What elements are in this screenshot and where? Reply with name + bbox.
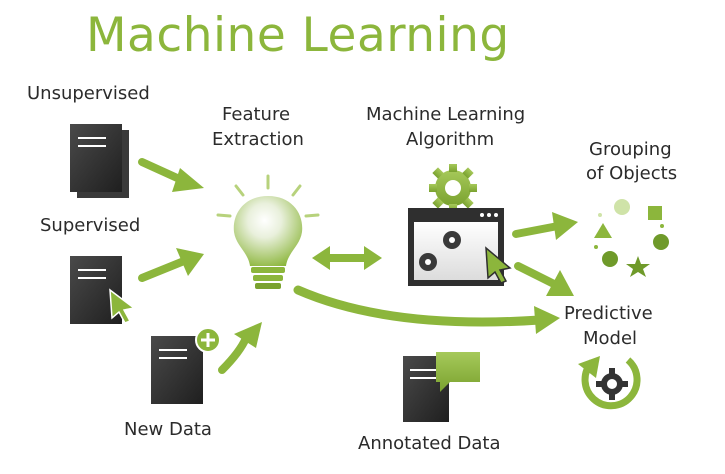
annotated-document-icon <box>403 352 480 422</box>
arrow-unsupervised-to-feature <box>138 158 204 192</box>
label-supervised: Supervised <box>40 215 141 236</box>
label-grouping-2: of Objects <box>586 163 678 184</box>
diagram-title: Machine Learning <box>86 8 510 63</box>
label-predictive-1: Predictive <box>564 303 653 324</box>
label-new-data: New Data <box>124 419 212 440</box>
label-ml-algorithm-2: Algorithm <box>406 129 495 150</box>
arrow-newdata-to-feature <box>218 322 262 374</box>
arrow-to-predictive <box>514 262 574 296</box>
label-feature-extraction-2: Extraction <box>212 129 304 150</box>
object-cluster-icon <box>594 199 669 277</box>
cycle-gear-icon <box>578 356 641 410</box>
label-unsupervised: Unsupervised <box>27 83 150 104</box>
document-add-icon <box>151 327 221 404</box>
label-ml-algorithm-1: Machine Learning <box>366 104 526 125</box>
document-cursor-icon <box>70 256 136 324</box>
lightbulb-icon <box>216 174 320 289</box>
label-feature-extraction-1: Feature <box>222 104 291 125</box>
arrow-supervised-to-feature <box>138 248 204 282</box>
label-annotated-data: Annotated Data <box>358 433 501 454</box>
double-arrow <box>312 246 382 270</box>
gear-icon <box>429 164 477 212</box>
label-grouping-1: Grouping <box>589 139 672 160</box>
arrow-feature-to-predictive <box>293 285 560 334</box>
algorithm-window-icon <box>408 208 512 286</box>
label-predictive-2: Model <box>583 328 638 349</box>
arrow-to-grouping <box>512 212 578 240</box>
document-stack-icon <box>70 124 129 198</box>
